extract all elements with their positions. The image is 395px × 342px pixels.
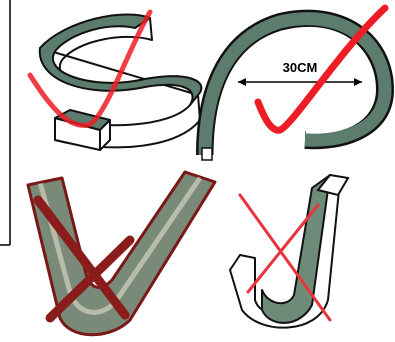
s-profile [40, 15, 202, 150]
diameter-label: 30CM [270, 60, 330, 75]
diameter-dimension [238, 78, 362, 86]
j-profile [230, 175, 348, 328]
frame-border [0, 0, 10, 245]
